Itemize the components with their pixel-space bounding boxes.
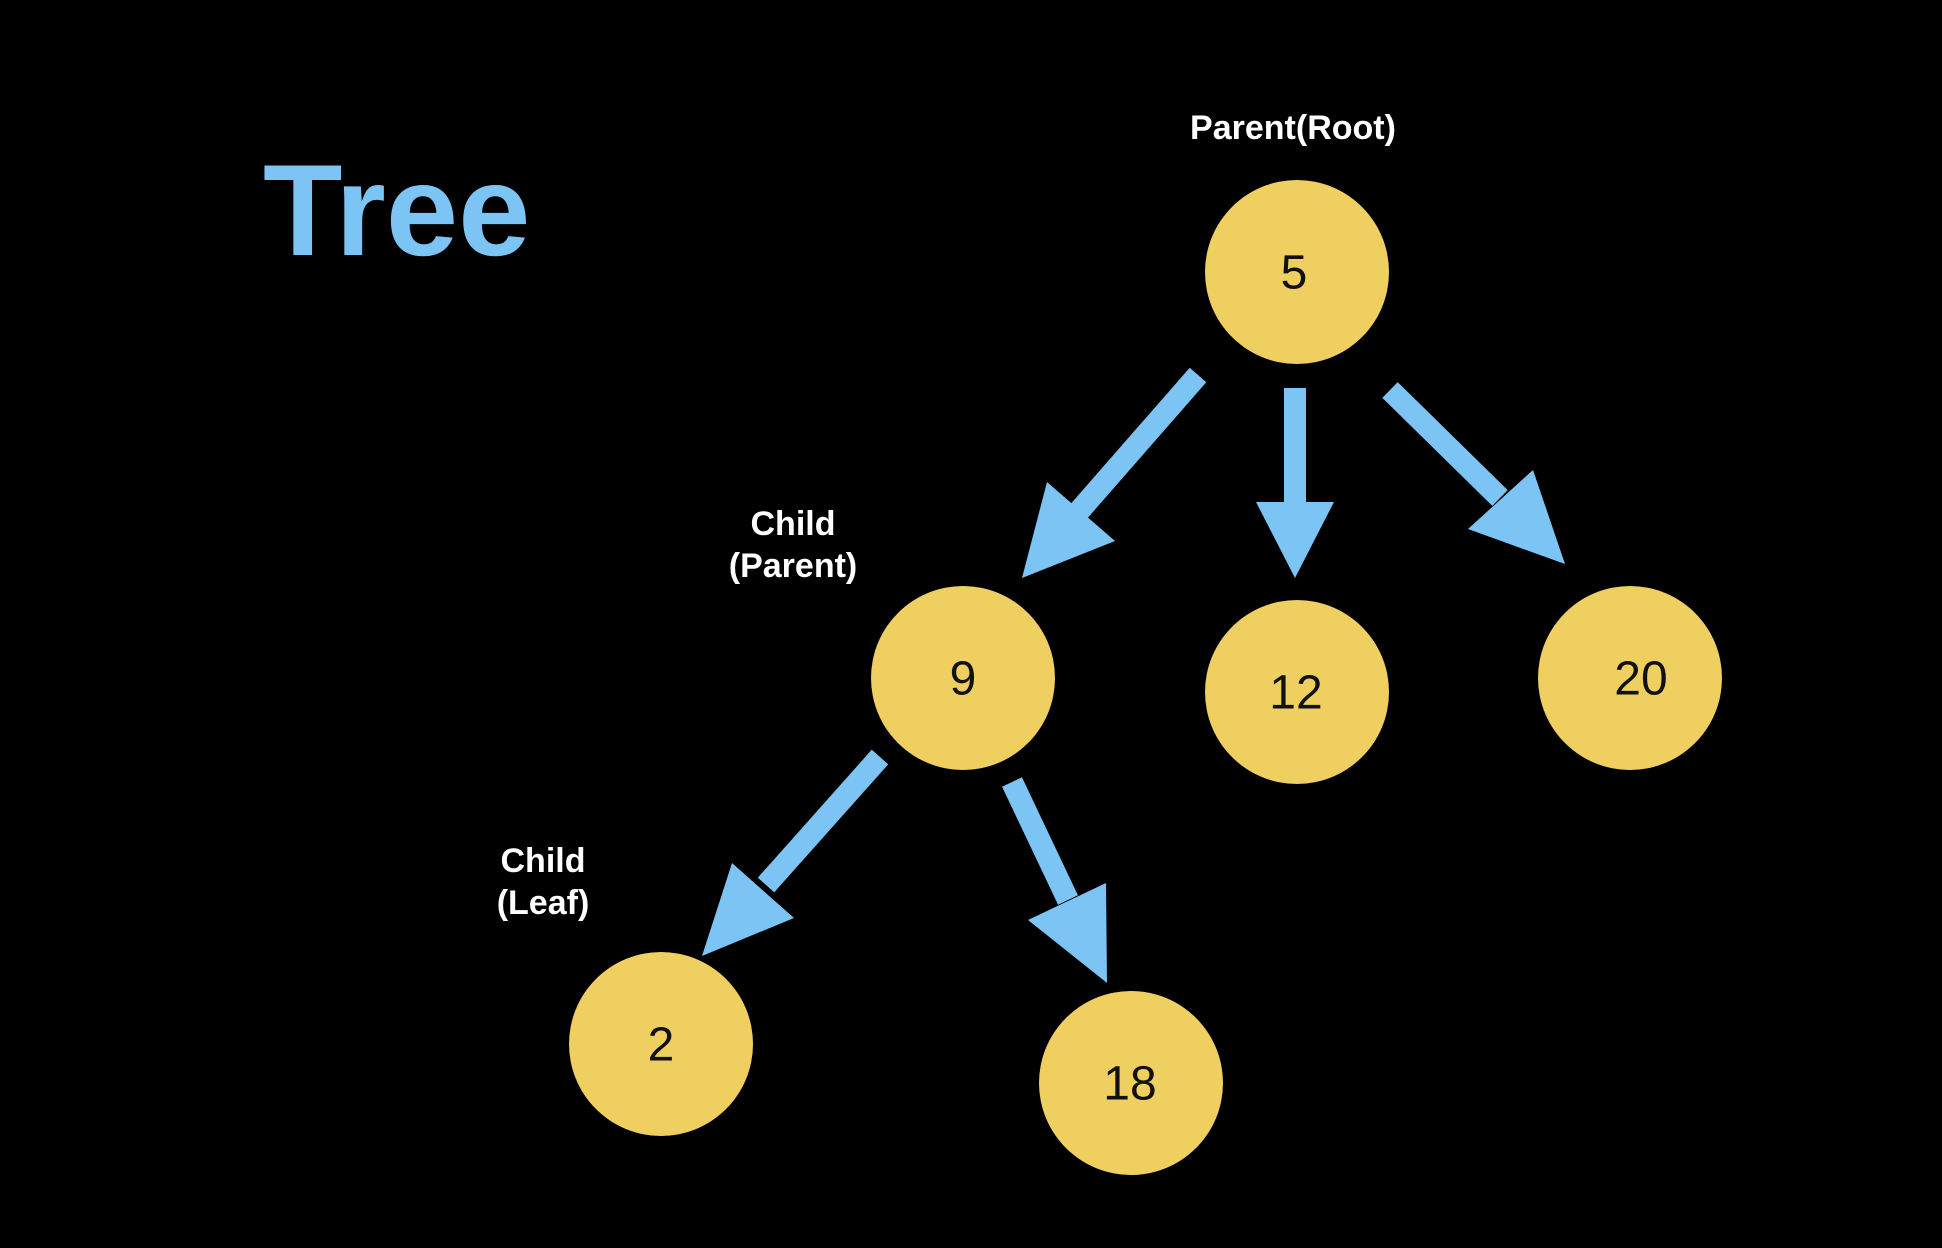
edge-5-9-arrowhead: [1022, 482, 1115, 578]
edge-5-20-arrowhead: [1468, 470, 1565, 564]
node-circle: [569, 952, 753, 1136]
edge-5-9-shaft: [1064, 367, 1207, 526]
label-child-leaf-line2: (Leaf): [497, 884, 590, 922]
nodes: 5 9 12 20 2 18: [569, 180, 1722, 1175]
edge-5-12-arrowhead: [1256, 502, 1334, 578]
edges: [702, 367, 1565, 983]
label-child-parent-line2: (Parent): [729, 547, 857, 585]
node-circle: [871, 586, 1055, 770]
node-value: 2: [648, 1019, 675, 1072]
tree-node-9: 9: [871, 586, 1055, 770]
tree-node-12: 12: [1205, 600, 1389, 784]
tree-node-18: 18: [1039, 991, 1223, 1175]
label-child-leaf-line1: Child: [501, 842, 586, 880]
edge-9-2-shaft: [757, 749, 889, 893]
tree-node-20: 20: [1538, 586, 1722, 770]
node-circle: [1538, 586, 1722, 770]
node-value: 18: [1103, 1058, 1156, 1111]
edge-5-12: [1256, 388, 1334, 578]
node-value: 20: [1614, 653, 1667, 706]
tree-node-2: 2: [569, 952, 753, 1136]
role-labels: Parent(Root) Child (Parent) Child (Leaf): [497, 109, 1396, 922]
tree-node-5: 5: [1205, 180, 1389, 364]
edge-5-9: [1022, 367, 1207, 578]
edge-9-18-arrowhead: [1028, 883, 1107, 983]
node-circle: [1205, 600, 1389, 784]
edge-5-20: [1382, 382, 1565, 564]
node-circle: [1039, 991, 1223, 1175]
label-child-parent-line1: Child: [751, 505, 836, 543]
node-value: 12: [1269, 667, 1322, 720]
node-value: 9: [950, 653, 977, 706]
edge-9-2-arrowhead: [702, 863, 794, 956]
edge-9-2: [702, 749, 889, 956]
slide-title: Tree: [263, 137, 530, 283]
edge-9-18: [1002, 777, 1107, 983]
node-circle: [1205, 180, 1389, 364]
node-value: 5: [1281, 247, 1308, 300]
edge-9-18-shaft: [1002, 777, 1078, 905]
label-parent-root: Parent(Root): [1190, 109, 1396, 147]
edge-5-20-shaft: [1382, 382, 1508, 506]
